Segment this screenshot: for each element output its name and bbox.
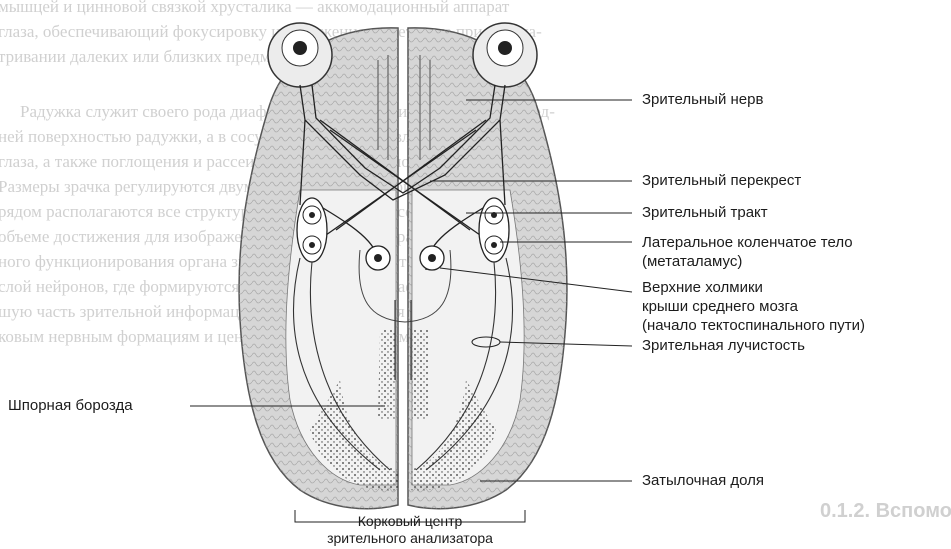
right-eye <box>473 23 537 87</box>
label-cortex-line2: зрительного анализатора <box>300 530 520 547</box>
lateral-geniculate-body-right <box>479 198 509 262</box>
label-cortex-line1: Корковый центр <box>300 513 520 530</box>
label-optic-radiation: Зрительная лучистость <box>640 336 807 355</box>
lateral-geniculate-body-left <box>297 198 327 262</box>
label-optic-chiasm: Зрительный перекрест <box>640 171 803 190</box>
label-colliculi-line2: крыши среднего мозга <box>642 297 865 316</box>
label-colliculi-line3: (начало тектоспинального пути) <box>642 316 865 335</box>
label-superior-colliculi: Верхние холмики крыши среднего мозга (на… <box>640 278 867 335</box>
label-calcarine-sulcus: Шпорная борозда <box>6 396 135 415</box>
label-lgn-line1: Латеральное коленчатое тело <box>642 233 853 252</box>
left-eye <box>268 23 332 87</box>
label-visual-cortex: Корковый центр зрительного анализатора <box>298 513 522 547</box>
label-colliculi-line1: Верхние холмики <box>642 278 865 297</box>
label-lateral-geniculate-body: Латеральное коленчатое тело (метаталамус… <box>640 233 855 271</box>
label-optic-tract: Зрительный тракт <box>640 203 770 222</box>
label-lgn-line2: (метаталамус) <box>642 252 853 271</box>
label-optic-nerve: Зрительный нерв <box>640 90 765 109</box>
label-occipital-lobe: Затылочная доля <box>640 471 766 490</box>
